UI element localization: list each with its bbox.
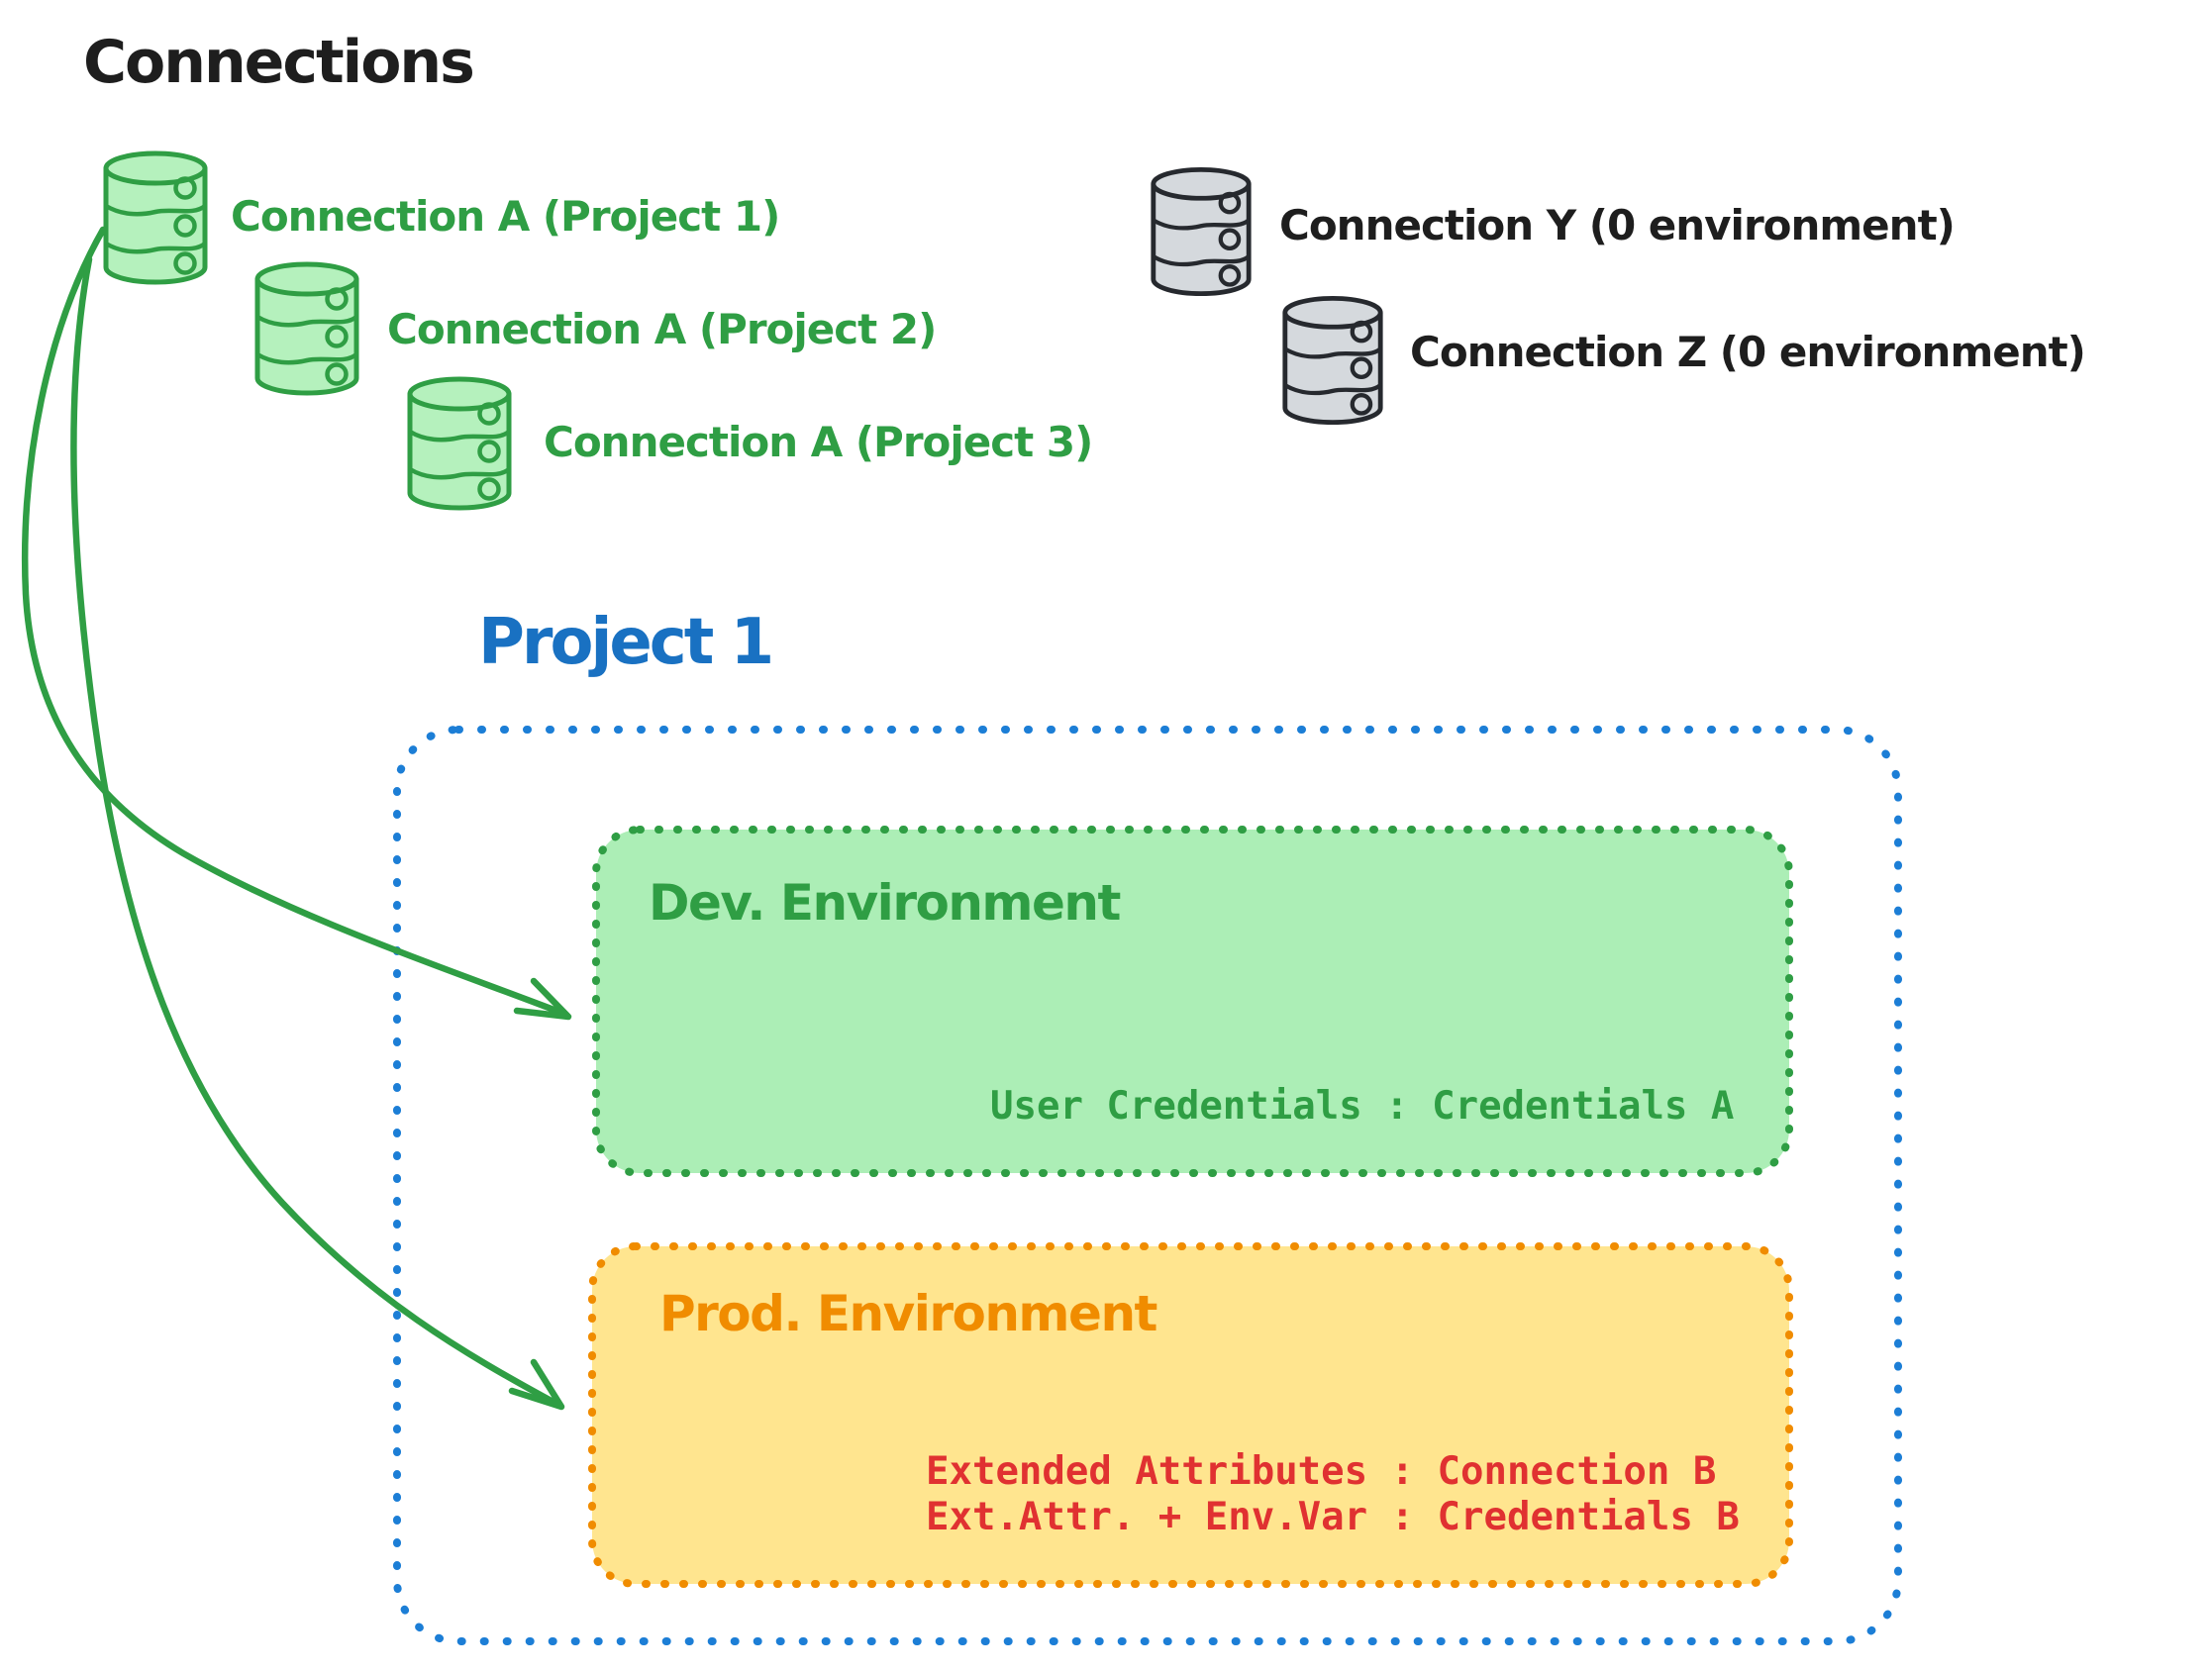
arrow-connection-to-prod xyxy=(70,255,562,1409)
connection-a-project-1-label: Connection A (Project 1) xyxy=(231,192,780,241)
connection-y-label: Connection Y (0 environment) xyxy=(1279,201,1956,249)
database-icon xyxy=(101,148,210,287)
dev-credentials-line: User Credentials : Credentials A xyxy=(990,1084,1735,1129)
database-icon xyxy=(405,374,514,513)
database-icon xyxy=(1149,164,1254,299)
arrow-connection-to-dev xyxy=(21,226,568,1018)
page-title: Connections xyxy=(83,28,475,97)
prod-credentials-lines: Extended Attributes : Connection B Ext.A… xyxy=(926,1449,1740,1540)
connection-a-project-2-label: Connection A (Project 2) xyxy=(387,305,937,353)
database-icon xyxy=(252,259,361,398)
arrow-head-dev xyxy=(513,977,572,1021)
prod-environment-title: Prod. Environment xyxy=(659,1285,1157,1342)
prod-environment-box xyxy=(588,1242,1793,1588)
dev-environment-title: Dev. Environment xyxy=(649,874,1121,932)
project-1-title: Project 1 xyxy=(478,606,774,679)
database-icon xyxy=(1280,293,1385,428)
arrow-head-prod xyxy=(508,1358,565,1411)
connection-z-label: Connection Z (0 environment) xyxy=(1410,328,2086,376)
connection-a-project-3-label: Connection A (Project 3) xyxy=(544,418,1093,466)
prod-credentials-line-2: Ext.Attr. + Env.Var : Credentials B xyxy=(926,1495,1740,1539)
dev-environment-box xyxy=(592,826,1793,1177)
prod-credentials-line-1: Extended Attributes : Connection B xyxy=(926,1449,1717,1494)
project-1-container-box xyxy=(393,726,1902,1645)
